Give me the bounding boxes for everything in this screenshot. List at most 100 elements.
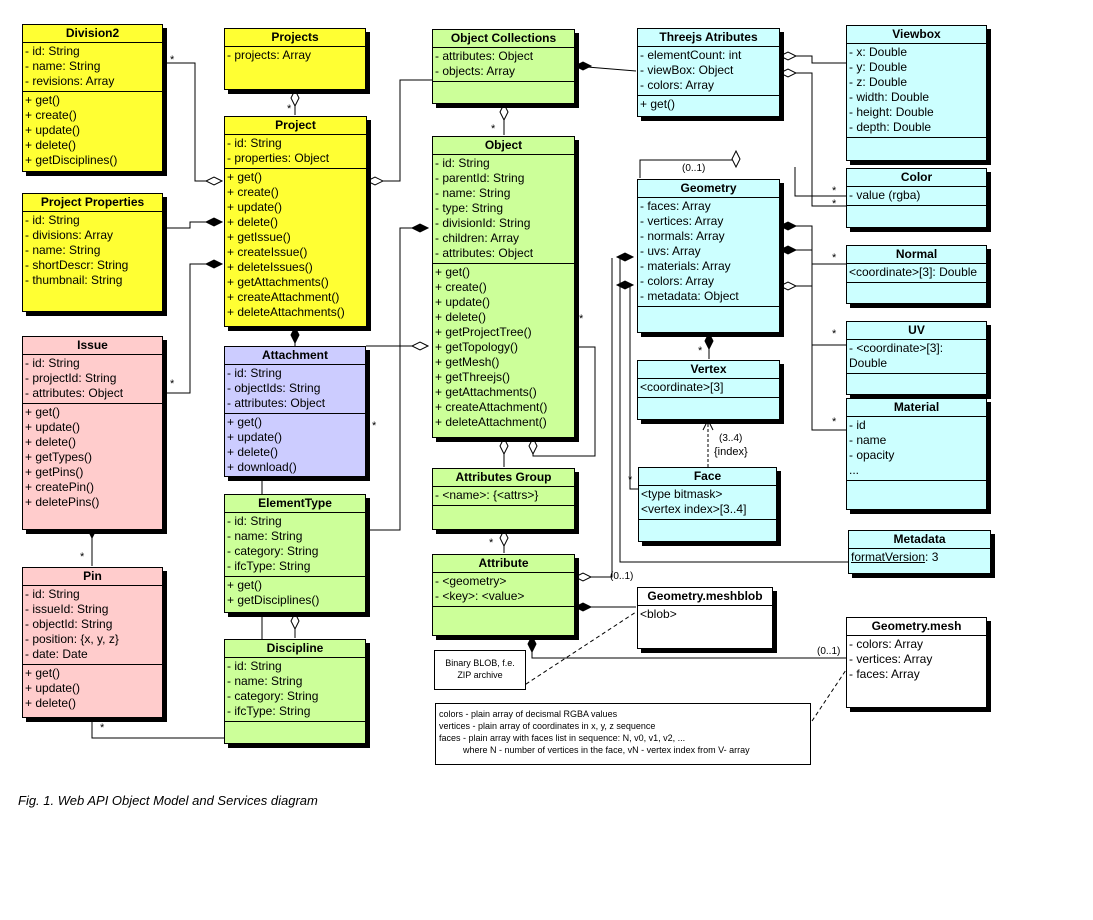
attribute: - id: String	[227, 366, 282, 380]
multiplicity-label: *	[170, 54, 175, 66]
operations	[638, 307, 779, 322]
operation: + update()	[25, 123, 81, 137]
operation: + delete()	[25, 138, 77, 152]
attribute: - attributes: Object	[25, 386, 124, 400]
attributes: formatVersion: 3	[849, 549, 990, 567]
class-title: Vertex	[638, 361, 779, 379]
class-title: Threejs Atributes	[638, 29, 779, 47]
attribute: - colors: Array	[640, 274, 715, 288]
operation: + getAttachments()	[435, 385, 537, 399]
class-title: Geometry	[638, 180, 779, 198]
operations	[433, 82, 574, 95]
class-title: UV	[847, 322, 986, 340]
attribute: - objectIds: String	[227, 381, 321, 395]
operation: + deletePins()	[25, 495, 100, 509]
operation: + delete()	[435, 310, 487, 324]
operation: + get()	[640, 97, 676, 111]
multiplicity-label: *	[100, 722, 105, 734]
class-color: Color - value (rgba)	[846, 168, 987, 228]
operation: + getPins()	[25, 465, 84, 479]
attributes: - faces: Array - vertices: Array - norma…	[638, 198, 779, 307]
attribute: - materials: Array	[640, 259, 731, 273]
attribute: - issueId: String	[25, 602, 109, 616]
dependency-label: {index}	[714, 446, 748, 458]
multiplicity-label: *	[628, 474, 633, 486]
operation: + update()	[435, 295, 491, 309]
attribute: - objects: Array	[435, 64, 516, 78]
attribute: <coordinate>[3]: Double	[849, 265, 978, 279]
multiplicity-label: (0..1)	[610, 571, 634, 582]
class-object: Object - id: String - parentId: String -…	[432, 136, 575, 438]
attribute: - id: String	[25, 213, 80, 227]
note-line: colors - plain array of decismal RGBA va…	[439, 709, 618, 719]
attribute: - z: Double	[849, 75, 908, 89]
attribute: - category: String	[227, 544, 319, 558]
operations: + get() + create() + update() + delete()…	[433, 264, 574, 432]
attributes: - x: Double - y: Double - z: Double - wi…	[847, 44, 986, 138]
attribute: - colors: Array	[640, 78, 715, 92]
operations	[847, 138, 986, 155]
attribute: - <key>: <value>	[435, 589, 525, 603]
class-uv: UV - <coordinate>[3]: Double	[846, 321, 987, 395]
attribute: - viewBox: Object	[640, 63, 734, 77]
operation: + create()	[435, 280, 487, 294]
attribute: - elementCount: int	[640, 48, 742, 62]
class-geometry-mesh: Geometry.mesh - colors: Array - vertices…	[846, 617, 987, 708]
attribute: - name: String	[227, 529, 303, 543]
multiplicity-label: (3..4)	[719, 433, 743, 444]
multiplicity-label: *	[579, 313, 584, 325]
attributes: - id: String - name: String - revisions:…	[23, 43, 162, 92]
attribute: - ifcType: String	[227, 559, 311, 573]
class-title: Discipline	[225, 640, 365, 658]
operation: + createAttachment()	[435, 400, 548, 414]
attribute: - parentId: String	[435, 171, 525, 185]
attributes: - id - name - opacity ...	[847, 417, 986, 481]
attribute-value: : 3	[925, 550, 939, 564]
operation: + deleteAttachments()	[227, 305, 345, 319]
class-vertex: Vertex <coordinate>[3]	[637, 360, 780, 420]
operation: + create()	[227, 185, 279, 199]
attributes: - <name>: {<attrs>}	[433, 487, 574, 506]
operations	[433, 607, 574, 622]
operations	[847, 206, 986, 217]
operation: + deleteIssues()	[227, 260, 313, 274]
class-title: Division2	[23, 25, 162, 43]
attribute: - thumbnail: String	[25, 273, 123, 287]
class-title: Geometry.meshblob	[638, 588, 772, 606]
attributes: - value (rgba)	[847, 187, 986, 206]
multiplicity-label: (0..1)	[682, 163, 706, 174]
operations	[847, 374, 986, 385]
multiplicity-label: *	[832, 328, 837, 340]
attribute: - attributes: Object	[435, 246, 534, 260]
operation: + createPin()	[25, 480, 95, 494]
attribute: - revisions: Array	[25, 74, 115, 88]
operations: + get() + getDisciplines()	[225, 577, 365, 610]
operation: + update()	[25, 420, 81, 434]
operations: + get() + update() + delete() + getTypes…	[23, 404, 162, 512]
attribute: - position: {x, y, z}	[25, 632, 119, 646]
attribute: ...	[849, 463, 860, 477]
operation: + createAttachment()	[227, 290, 340, 304]
class-title: Object	[433, 137, 574, 155]
attribute: - type: String	[435, 201, 504, 215]
class-title: Attributes Group	[433, 469, 574, 487]
attribute: - normals: Array	[640, 229, 725, 243]
class-title: Material	[847, 399, 986, 417]
class-title: Normal	[847, 246, 986, 264]
attribute: - attributes: Object	[435, 49, 534, 63]
attributes: - id: String - name: String - category: …	[225, 513, 365, 577]
operations: + get() + create() + update() + delete()…	[23, 92, 162, 170]
attribute: - name: String	[435, 186, 511, 200]
class-pin: Pin - id: String - issueId: String - obj…	[22, 567, 163, 718]
attribute: - faces: Array	[849, 667, 920, 681]
attribute: - date: Date	[25, 647, 88, 661]
attribute: - id: String	[435, 156, 490, 170]
multiplicity-label: *	[489, 537, 494, 549]
operation: + createIssue()	[227, 245, 308, 259]
attribute: - metadata: Object	[640, 289, 739, 303]
figure-caption: Fig. 1. Web API Object Model and Service…	[18, 793, 318, 808]
class-material: Material - id - name - opacity ...	[846, 398, 987, 510]
note-line: Binary BLOB, f.e.	[445, 658, 515, 668]
note-binary-blob: Binary BLOB, f.e. ZIP archive	[434, 650, 526, 690]
